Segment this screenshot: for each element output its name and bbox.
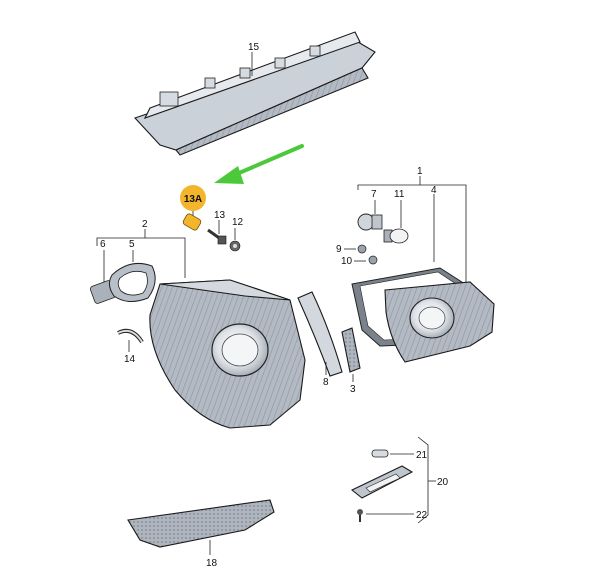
label-2: 2 — [142, 219, 148, 230]
bolt-part — [207, 228, 227, 245]
screw-part — [357, 509, 363, 522]
spacer-nut-part — [182, 213, 202, 231]
bulb-holder-part — [357, 213, 383, 231]
washer-part — [368, 255, 378, 265]
bulb-part — [383, 228, 409, 244]
gasket-ring-part — [108, 263, 156, 302]
label-6: 6 — [100, 239, 106, 250]
label-7: 7 — [371, 189, 377, 200]
tail-light-outer-part — [149, 279, 306, 429]
label-4: 4 — [431, 185, 437, 196]
label-8: 8 — [323, 377, 329, 388]
label-5: 5 — [129, 239, 135, 250]
trim-strip-part — [297, 291, 343, 377]
label-21: 21 — [416, 450, 428, 461]
bulb-small-part — [371, 449, 389, 458]
reflector-part — [341, 327, 361, 373]
label-18: 18 — [206, 558, 218, 569]
label-10: 10 — [341, 256, 353, 267]
nut-part — [229, 240, 241, 252]
label-11: 11 — [394, 189, 405, 200]
label-14: 14 — [124, 354, 136, 365]
label-22: 22 — [416, 510, 428, 521]
label-1: 1 — [417, 166, 423, 177]
highlight-badge-13A — [180, 185, 206, 211]
label-13A: 13A — [184, 194, 202, 205]
tail-light-inner-part — [384, 281, 495, 363]
label-3: 3 — [350, 384, 356, 395]
label-20: 20 — [437, 477, 449, 488]
label-15: 15 — [248, 42, 260, 53]
label-9: 9 — [336, 244, 342, 255]
seal-strip-part — [117, 328, 144, 344]
arrow-icon — [214, 144, 304, 184]
label-12: 12 — [232, 217, 244, 228]
clip-part — [357, 244, 367, 254]
number-plate-light-part — [350, 465, 414, 499]
rear-reflector-part — [127, 499, 275, 548]
third-brake-light-part — [134, 31, 376, 156]
label-13: 13 — [214, 210, 226, 221]
